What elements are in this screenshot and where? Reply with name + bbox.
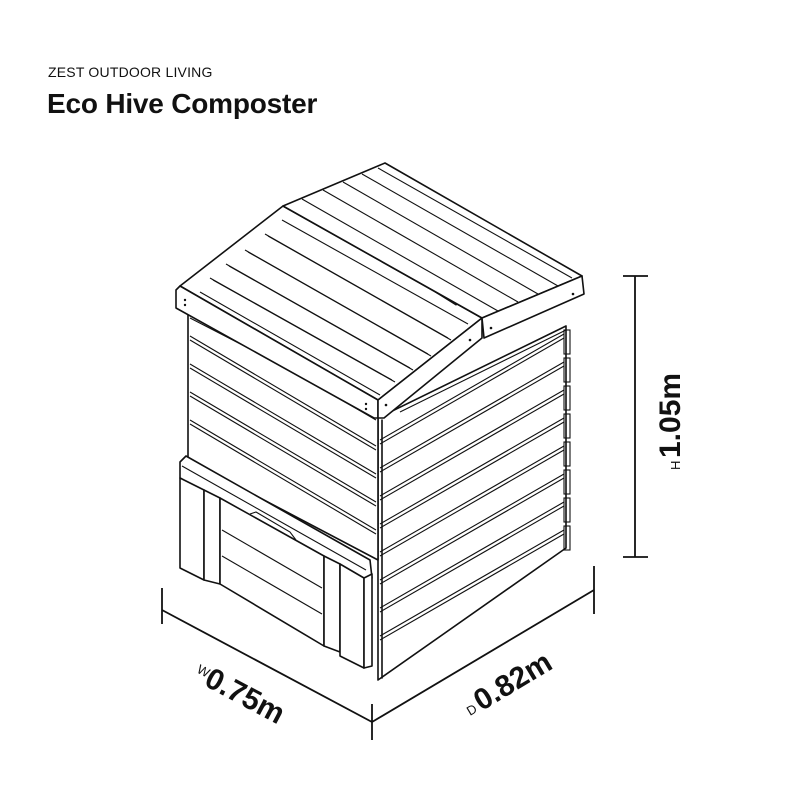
height-value: 1.05m: [654, 373, 687, 458]
brand-name: ZEST OUTDOOR LIVING: [48, 64, 213, 80]
height-dimension: [623, 275, 648, 558]
product-title: Eco Hive Composter: [47, 88, 318, 119]
height-prefix: H: [668, 461, 683, 470]
depth-dimension: [371, 566, 595, 723]
roof-lid: [175, 162, 585, 419]
front-hatch: [179, 455, 373, 669]
right-side-panel: [377, 325, 571, 681]
